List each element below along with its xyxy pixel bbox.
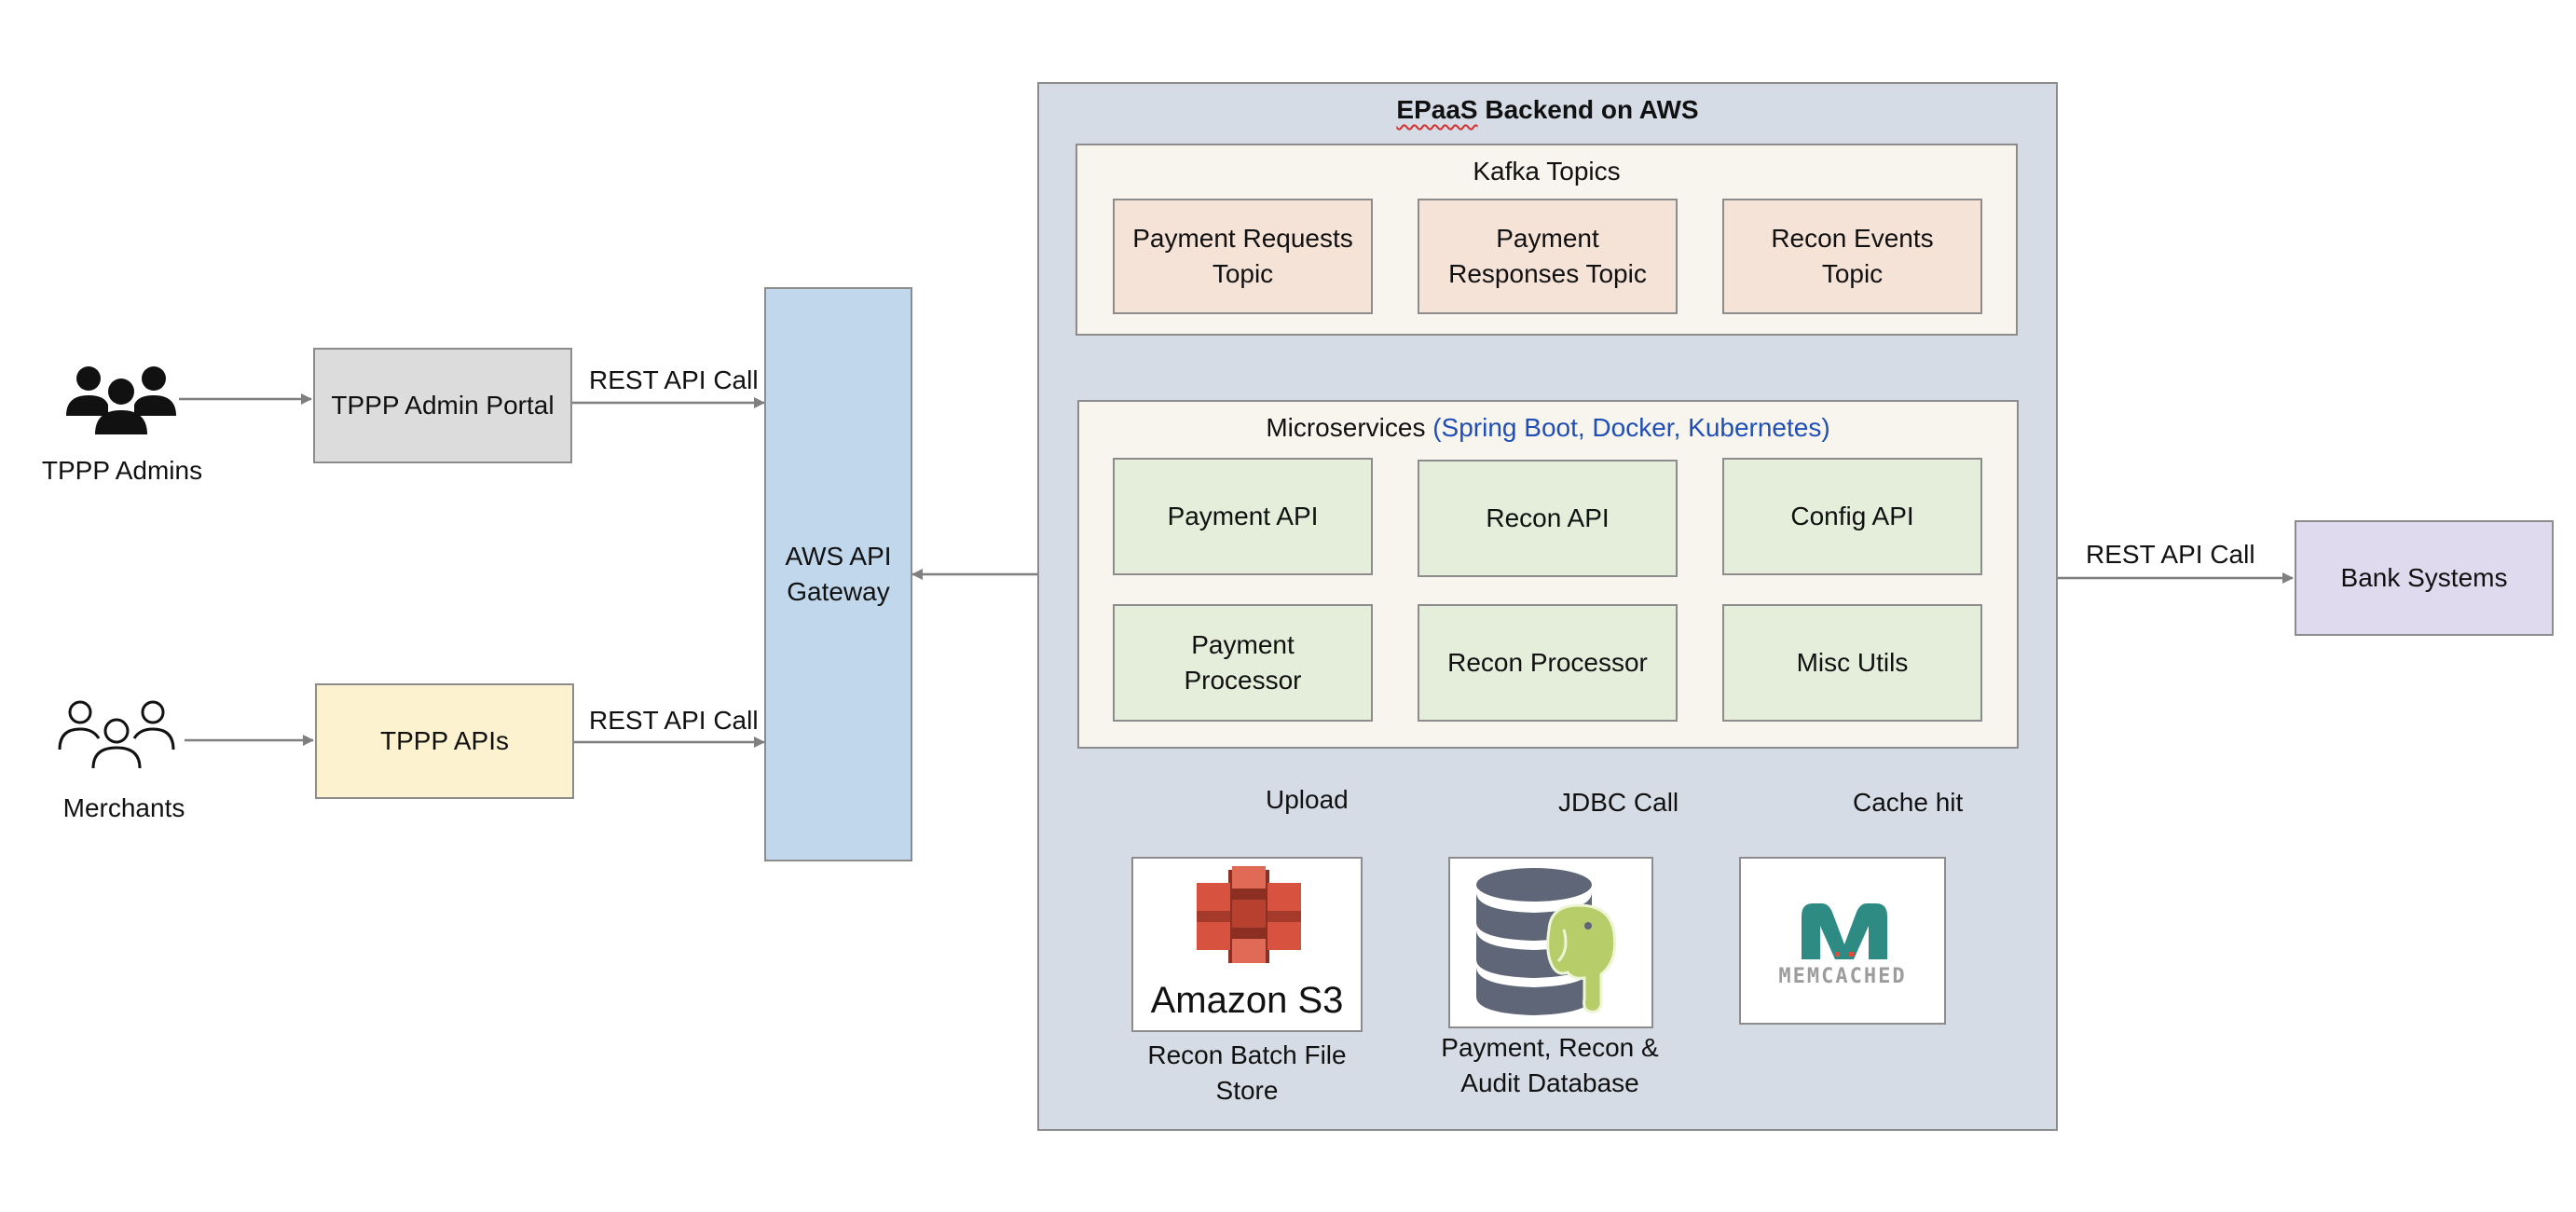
memcached-logo-text: MEMCACHED — [1778, 965, 1907, 988]
database-label-line2: Audit Database — [1460, 1068, 1639, 1097]
kafka-topics-title: Kafka Topics — [1473, 157, 1621, 186]
admins-group-icon — [63, 356, 179, 436]
kafka-topic-payment-requests[interactable]: Payment Requests Topic — [1113, 199, 1373, 314]
memcached-box[interactable]: MEMCACHED — [1739, 857, 1946, 1025]
service-label: Config API — [1790, 502, 1914, 530]
backend-title-rest: Backend on AWS — [1477, 95, 1699, 124]
topic-label-line1: Payment Requests — [1132, 224, 1353, 253]
database-postgres-icon — [1476, 868, 1617, 1015]
service-label: Payment API — [1167, 502, 1319, 530]
s3-store-label-line2: Store — [1215, 1076, 1279, 1105]
gateway-label-line1: AWS API — [785, 542, 892, 571]
service-config-api[interactable]: Config API — [1722, 458, 1982, 575]
service-label: Recon Processor — [1447, 648, 1648, 677]
topic-label-line1: Recon Events — [1771, 224, 1934, 253]
service-label-line1: Payment — [1191, 630, 1295, 659]
merchants-label: Merchants — [62, 793, 185, 822]
tppp-apis-box[interactable]: TPPP APIs — [315, 683, 574, 799]
memcached-logo — [1802, 903, 1887, 959]
amazon-s3-logo — [1197, 866, 1301, 963]
gateway-label-line2: Gateway — [787, 577, 890, 606]
tppp-apis-label: TPPP APIs — [380, 726, 509, 755]
topic-label-line1: Payment — [1496, 224, 1599, 253]
admins-label: TPPP Admins — [41, 456, 203, 485]
amazon-s3-box[interactable]: Amazon S3 — [1131, 857, 1363, 1032]
microservices-tech-text: (Spring Boot, Docker, Kubernetes) — [1432, 413, 1830, 442]
s3-store-label-line1: Recon Batch File — [1147, 1040, 1347, 1069]
topic-label-line2: Responses Topic — [1448, 259, 1647, 288]
admin-portal-label: TPPP Admin Portal — [331, 391, 555, 420]
aws-api-gateway-box[interactable]: AWS API Gateway — [764, 287, 912, 861]
bank-systems-label: Bank Systems — [2340, 563, 2508, 592]
topic-label-line2: Topic — [1821, 259, 1884, 288]
service-misc-utils[interactable]: Misc Utils — [1722, 604, 1982, 722]
service-recon-api[interactable]: Recon API — [1418, 460, 1678, 577]
kafka-topic-payment-responses[interactable]: Payment Responses Topic — [1418, 199, 1678, 314]
edge-label-apis-rest: REST API Call — [589, 706, 759, 735]
edge-label-upload: Upload — [1266, 785, 1349, 814]
edge-label-jdbc: JDBC Call — [1558, 788, 1679, 817]
amazon-s3-logo-text: Amazon S3 — [1150, 980, 1344, 1021]
service-label: Misc Utils — [1796, 648, 1909, 677]
edge-label-bank-rest: REST API Call — [2086, 540, 2255, 569]
service-label: Recon API — [1486, 503, 1610, 532]
admin-portal-box[interactable]: TPPP Admin Portal — [313, 348, 572, 463]
service-payment-processor[interactable]: Payment Processor — [1113, 604, 1373, 722]
microservices-title: Microservices (Spring Boot, Docker, Kube… — [1077, 411, 2019, 445]
service-payment-api[interactable]: Payment API — [1113, 458, 1373, 575]
edge-label-cache: Cache hit — [1853, 788, 1964, 817]
database-box[interactable] — [1448, 857, 1653, 1028]
service-recon-processor[interactable]: Recon Processor — [1418, 604, 1678, 722]
bank-systems-box[interactable]: Bank Systems — [2295, 520, 2554, 636]
database-label-line1: Payment, Recon & — [1441, 1033, 1659, 1062]
edge-label-portal-rest: REST API Call — [589, 365, 759, 394]
microservices-title-text: Microservices — [1266, 413, 1426, 442]
backend-title-prefix: EPaaS — [1396, 95, 1478, 124]
service-label-line2: Processor — [1184, 666, 1302, 695]
merchants-group-icon — [58, 697, 175, 770]
backend-title: EPaaS Backend on AWS — [1037, 93, 2058, 127]
topic-label-line2: Topic — [1212, 259, 1274, 288]
kafka-topic-recon-events[interactable]: Recon Events Topic — [1722, 199, 1982, 314]
